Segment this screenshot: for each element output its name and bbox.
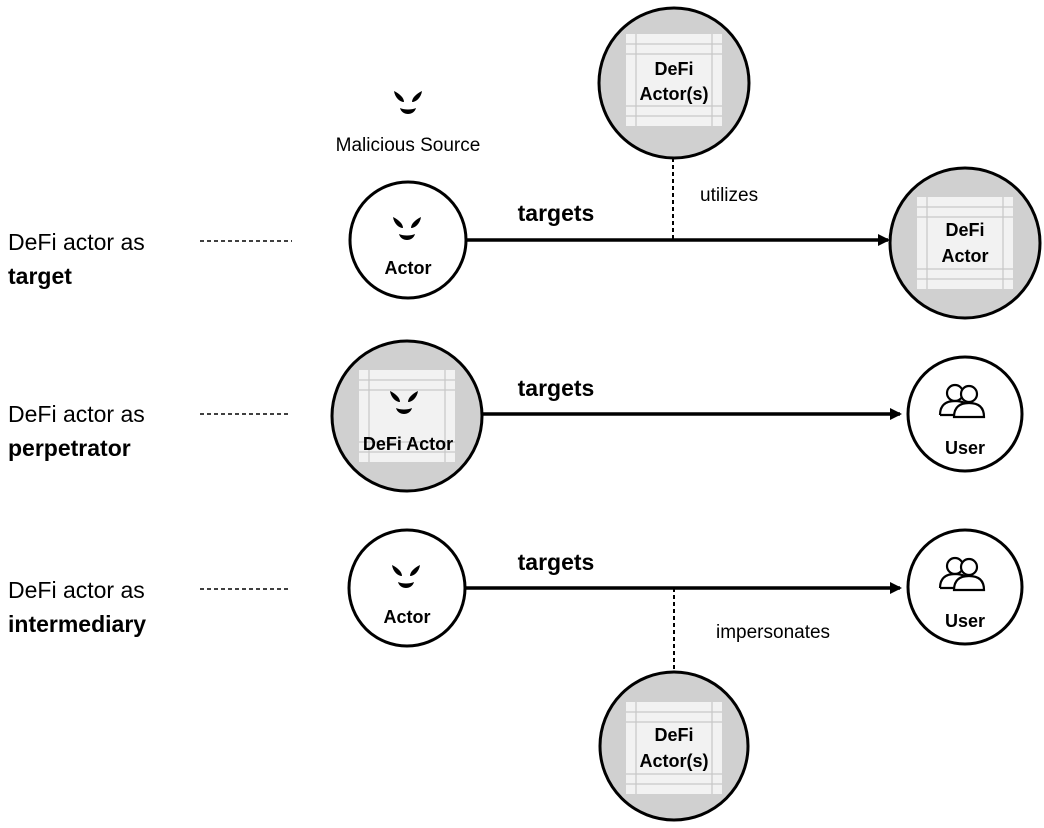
user-node: User xyxy=(906,528,1024,646)
actor-node-label: Actor xyxy=(383,607,430,627)
defi-panel-icon xyxy=(916,196,1014,290)
devil-icon xyxy=(394,91,422,114)
user-node: User xyxy=(906,355,1024,473)
row-label-prefix: DeFi actor as xyxy=(8,577,145,603)
targets-edge-label: targets xyxy=(518,375,595,401)
row-label-target: DeFi actor as target xyxy=(8,225,145,293)
actor-node xyxy=(348,180,468,300)
defi-actors-line1: DeFi xyxy=(654,725,693,745)
user-label: User xyxy=(945,611,985,631)
row-label-role: target xyxy=(8,263,72,289)
defi-actor-perpetrator-node: DeFi Actor xyxy=(330,339,484,493)
actor-node xyxy=(347,528,467,648)
row-target: Actor targets utilizes DeFi Actor(s) DeF… xyxy=(200,6,1042,320)
defi-actor-line2: Actor xyxy=(941,246,988,266)
defi-actor-line1: DeFi xyxy=(945,220,984,240)
row-label-role: perpetrator xyxy=(8,435,131,461)
row-perpetrator: DeFi Actor targets User xyxy=(200,339,1024,493)
row-intermediary: Actor targets impersonates User DeFi Act… xyxy=(200,528,1024,822)
defi-panel-icon xyxy=(625,33,723,127)
defi-actors-line2: Actor(s) xyxy=(639,84,708,104)
targets-edge-label: targets xyxy=(518,549,595,575)
row-label-prefix: DeFi actor as xyxy=(8,229,145,255)
defi-actors-line1: DeFi xyxy=(654,59,693,79)
defi-actor-label: DeFi Actor xyxy=(363,434,453,454)
row-label-intermediary: DeFi actor as intermediary xyxy=(8,573,146,641)
defi-actors-aux-node: DeFi Actor(s) xyxy=(597,6,751,160)
row-label-prefix: DeFi actor as xyxy=(8,401,145,427)
row-label-role: intermediary xyxy=(8,611,147,637)
defi-actor-target-node: DeFi Actor xyxy=(888,166,1042,320)
defi-actors-line2: Actor(s) xyxy=(639,751,708,771)
utilizes-label: utilizes xyxy=(700,185,758,206)
actor-node-label: Actor xyxy=(384,258,431,278)
targets-edge-label: targets xyxy=(518,200,595,226)
malicious-source-label: Malicious Source xyxy=(336,135,481,156)
defi-actors-aux-node: DeFi Actor(s) xyxy=(598,670,750,822)
malicious-source-legend: Malicious Source xyxy=(336,91,481,156)
user-label: User xyxy=(945,438,985,458)
defi-panel-icon xyxy=(625,701,723,795)
impersonates-label: impersonates xyxy=(716,622,830,643)
row-label-perpetrator: DeFi actor as perpetrator xyxy=(8,397,145,465)
